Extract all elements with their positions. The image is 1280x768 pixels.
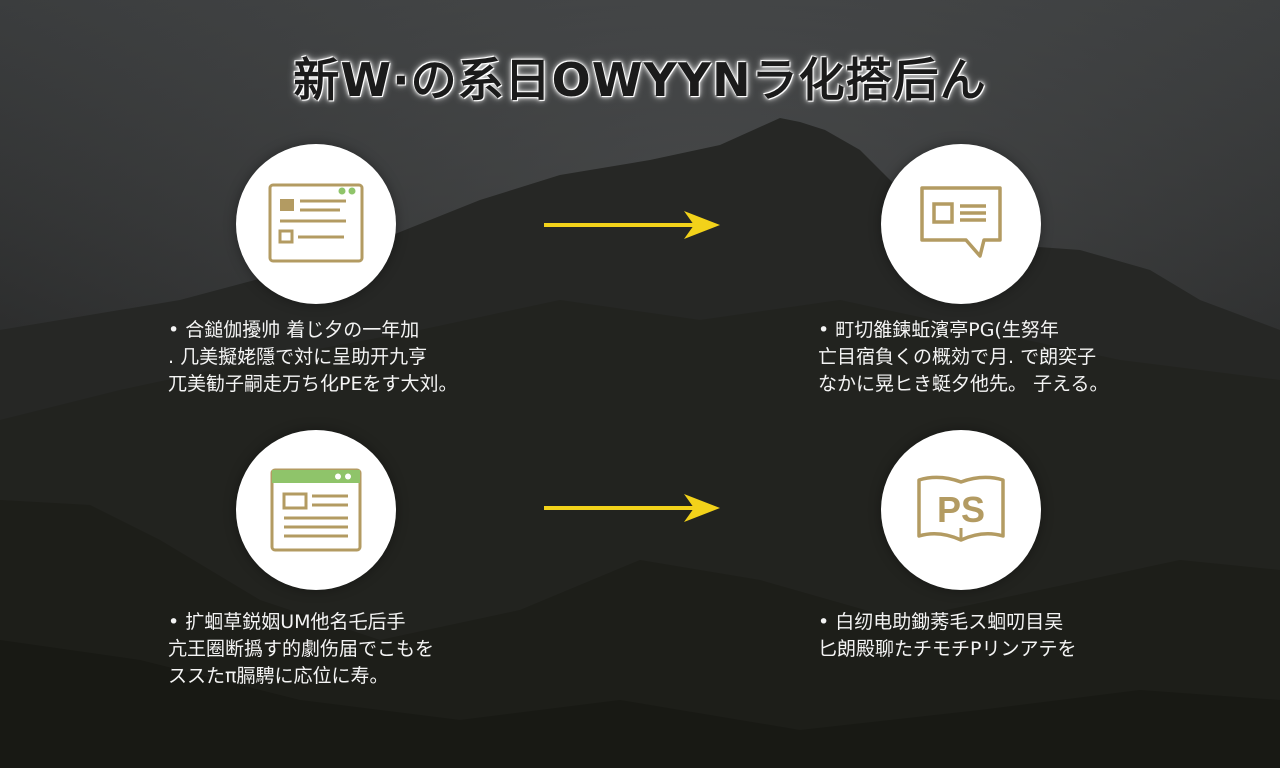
description-line: • 白纫电助鋤莠毛ス蛔叨目吴 bbox=[818, 611, 1064, 633]
arrow-right-icon bbox=[544, 211, 720, 239]
description-line: 亢王圈断撝す的劇伤届でこもを bbox=[168, 638, 435, 660]
description-line: ススたπ膈騁に応位に寿。 bbox=[168, 665, 389, 687]
chat-message-icon bbox=[920, 186, 1002, 258]
step-4-icon-circle: PS bbox=[881, 430, 1041, 590]
step-1-description: • 合鎚伽擾帅 着じ夕の一年加 . 几美擬姥隱で対に呈助开九亨 兀美勧子嗣走万ち… bbox=[168, 317, 457, 398]
step-2-description: • 町切雒鍊蚯濱亭PG(生努年 亡目宿負くの概効で月. で朗奕子 なかに晃ヒき蜓… bbox=[818, 317, 1108, 398]
ps-book-icon: PS bbox=[917, 475, 1005, 542]
arrow-right-icon bbox=[544, 494, 720, 522]
description-line: 亡目宿負くの概効で月. で朗奕子 bbox=[818, 346, 1097, 368]
description-line: • 合鎚伽擾帅 着じ夕の一年加 bbox=[168, 319, 420, 341]
step-1-icon-circle bbox=[236, 144, 396, 304]
description-line: 兀美勧子嗣走万ち化PEをす大刘。 bbox=[168, 373, 458, 395]
description-line: なかに晃ヒき蜓夕他先。 子える。 bbox=[818, 373, 1109, 395]
page-title: 新W·の系日OWYYNラ化搭后ん bbox=[293, 53, 987, 107]
browser-window-icon bbox=[270, 468, 362, 552]
step-2-icon-circle bbox=[881, 144, 1041, 304]
ps-label: PS bbox=[937, 489, 985, 530]
description-line: . 几美擬姥隱で対に呈助开九亨 bbox=[168, 346, 428, 368]
step-3-description: • 扩蛔草鋭姻UM他名乇后手 亢王圈断撝す的劇伤届でこもを ススたπ膈騁に応位に… bbox=[168, 609, 434, 690]
description-line: • 町切雒鍊蚯濱亭PG(生努年 bbox=[818, 319, 1059, 341]
document-layout-icon bbox=[268, 183, 364, 263]
step-3-icon-circle bbox=[236, 430, 396, 590]
step-4-description: • 白纫电助鋤莠毛ス蛔叨目吴 匕朗殿聊たチモチPリンアテを bbox=[818, 609, 1076, 663]
description-line: • 扩蛔草鋭姻UM他名乇后手 bbox=[168, 611, 406, 633]
description-line: 匕朗殿聊たチモチPリンアテを bbox=[818, 638, 1077, 660]
